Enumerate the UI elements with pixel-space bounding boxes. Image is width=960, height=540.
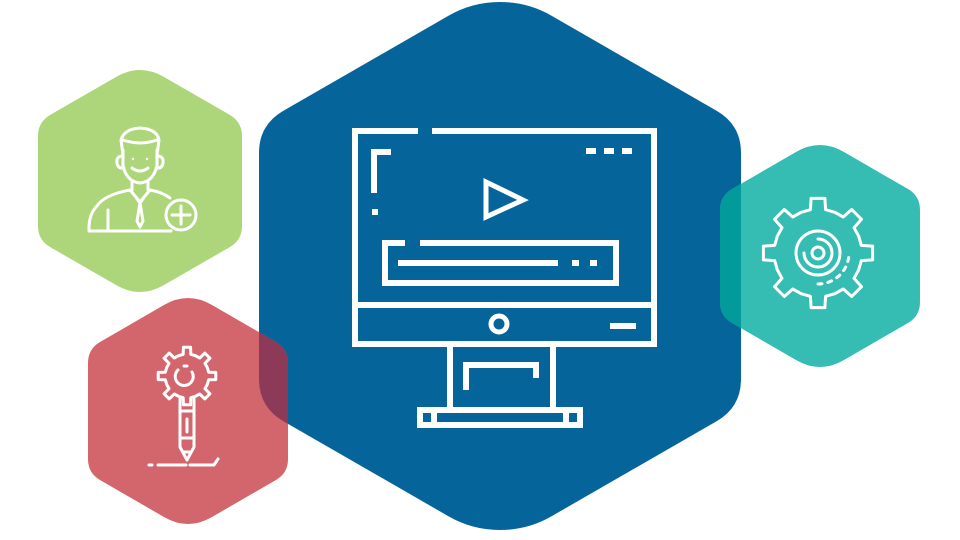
green-hexagon [38, 70, 242, 292]
teal-hexagon [720, 145, 920, 367]
settings-gear-icon [761, 196, 875, 310]
add-user-icon [87, 126, 198, 233]
monitor-video-player-icon [352, 128, 657, 428]
gear-pen-icon [147, 345, 220, 467]
